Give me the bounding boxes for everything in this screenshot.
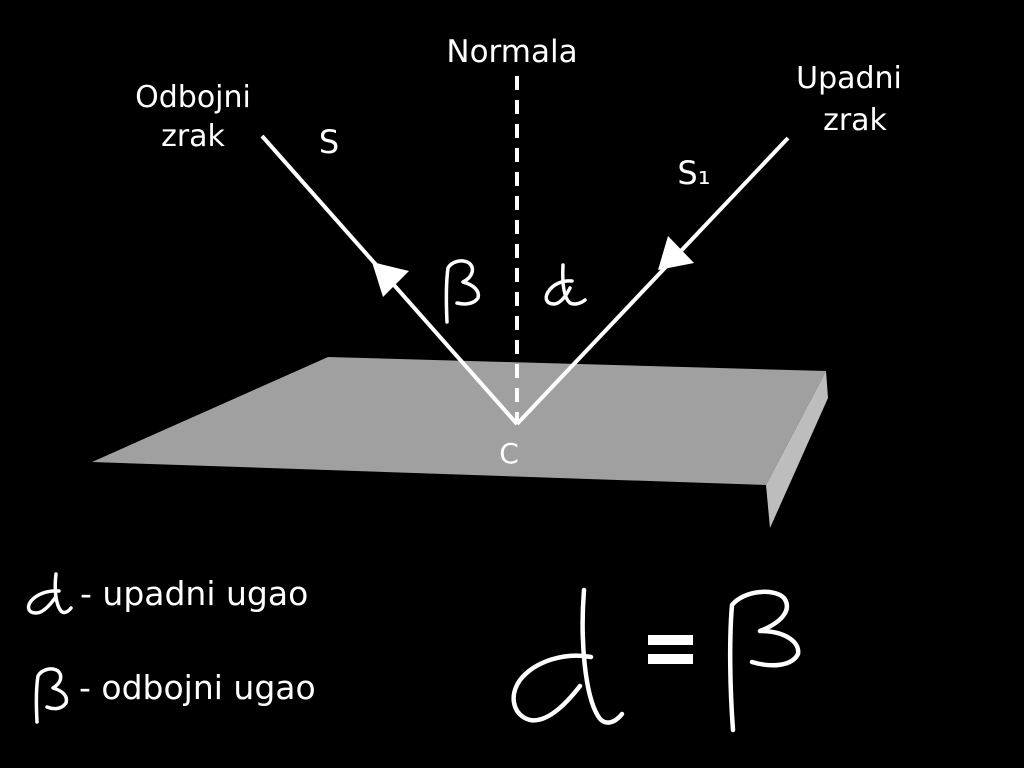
reflected-ray-label-line2: zrak (161, 119, 225, 154)
incident-ray-label-line2: zrak (823, 103, 887, 138)
incidence-point-label: C (499, 437, 519, 470)
incident-ray-label-line1: Upadni (796, 61, 902, 96)
incident-arrowhead (658, 236, 694, 270)
legend-alpha-symbol (26, 572, 73, 615)
legend-reflection-text: - odbojni ugao (79, 668, 316, 707)
legend-beta-symbol (34, 667, 69, 724)
reflected-arrowhead (372, 262, 409, 297)
equation-equals-sign (648, 635, 693, 664)
equation-alpha-symbol (511, 587, 625, 725)
equation-beta-symbol (727, 589, 801, 733)
surface-top (92, 357, 826, 485)
normal-label: Normala (446, 34, 577, 70)
incident-ray (515, 136, 790, 426)
incident-segment-label: S₁ (677, 154, 710, 192)
legend-incidence-text: - upadni ugao (80, 574, 308, 613)
beta-symbol-diagram (444, 259, 481, 324)
reflected-ray-label-line1: Odbojni (135, 80, 251, 115)
reflected-segment-label: S (319, 123, 339, 161)
surface-edge (766, 371, 828, 528)
alpha-symbol-diagram (544, 263, 587, 306)
